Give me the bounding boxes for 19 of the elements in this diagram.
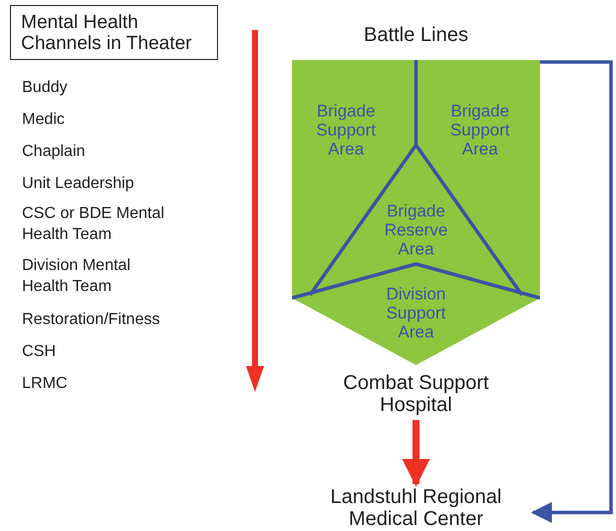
list-item: Buddy bbox=[22, 78, 68, 98]
heading: Battle Lines bbox=[362, 23, 470, 48]
area-label: Brigade Reserve Area bbox=[376, 202, 456, 258]
list-item: Restoration/Fitness bbox=[22, 310, 161, 330]
list-item: Chaplain bbox=[22, 142, 86, 162]
arrow bbox=[530, 60, 613, 523]
arrow bbox=[402, 420, 430, 487]
place-label: Landstuhl Regional Medical Center bbox=[301, 486, 531, 530]
title-box: Mental Health Channels in Theater bbox=[10, 5, 218, 60]
list-item: Division Mental Health Team bbox=[22, 256, 132, 297]
list-item: CSC or BDE Mental Health Team bbox=[22, 204, 166, 245]
area-label: Brigade Support Area bbox=[440, 102, 520, 158]
list-item: Unit Leadership bbox=[22, 174, 136, 194]
list-item: CSH bbox=[22, 342, 57, 362]
area-label: Division Support Area bbox=[376, 284, 456, 342]
list-item: LRMC bbox=[22, 374, 68, 394]
place-label: Combat Support Hospital bbox=[331, 372, 501, 416]
area-label: Brigade Support Area bbox=[306, 102, 386, 158]
list-item: Medic bbox=[22, 110, 66, 130]
